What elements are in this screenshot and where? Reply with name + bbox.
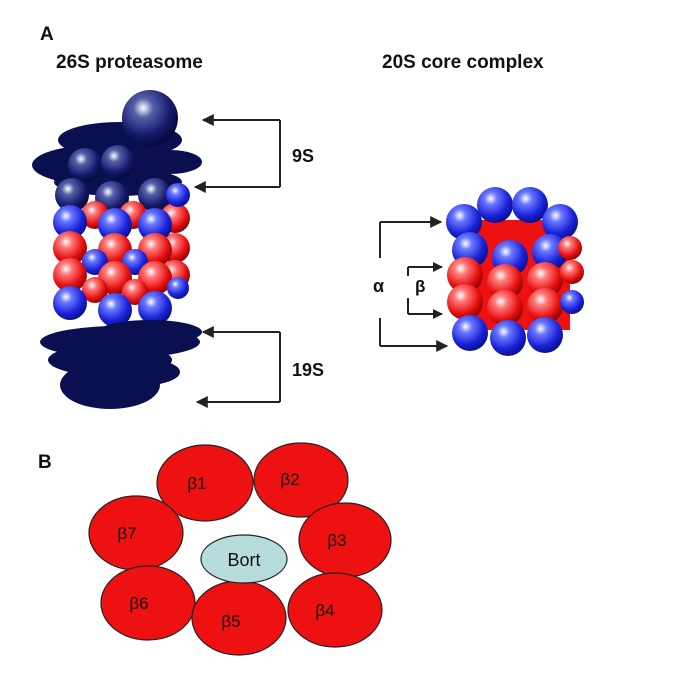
subunit-beta6-label: β6 [129, 594, 148, 613]
panel-b-letter: B [38, 452, 52, 473]
subunit-beta4 [287, 572, 383, 648]
title-20s-core-complex: 20S core complex [382, 52, 544, 73]
label-9s: 9S [292, 146, 314, 166]
beta-ring-diagram: β1 β2 β3 β7 β6 β5 β4 Bort [88, 442, 392, 656]
core-20s-stack [53, 183, 190, 327]
proteasome-26s-illustration [32, 90, 202, 409]
bortezomib-center [200, 534, 288, 584]
bracket-beta [407, 262, 443, 319]
cap-9s-shape [32, 90, 202, 215]
subunit-beta1 [156, 444, 254, 522]
label-19s: 19S [292, 360, 324, 380]
subunit-beta6 [100, 565, 196, 641]
label-beta: β [415, 277, 425, 296]
subunit-beta1-label: β1 [187, 474, 206, 493]
bracket-9s [193, 114, 281, 193]
subunit-beta7-label: β7 [117, 524, 136, 543]
bracket-alpha [379, 216, 449, 352]
subunit-beta4-label: β4 [315, 601, 334, 620]
label-alpha: α [373, 276, 384, 296]
cap-19s-shape [40, 320, 202, 409]
subunit-beta2 [253, 442, 349, 518]
subunit-beta3-label: β3 [327, 531, 346, 550]
subunit-beta5-label: β5 [221, 612, 240, 631]
core-20s-illustration [446, 187, 584, 356]
subunit-beta2-label: β2 [280, 470, 299, 489]
panel-a-letter: A [40, 24, 54, 45]
bracket-19s [195, 326, 281, 408]
bortezomib-label: Bort [227, 550, 260, 570]
title-26s-proteasome: 26S proteasome [56, 52, 203, 73]
